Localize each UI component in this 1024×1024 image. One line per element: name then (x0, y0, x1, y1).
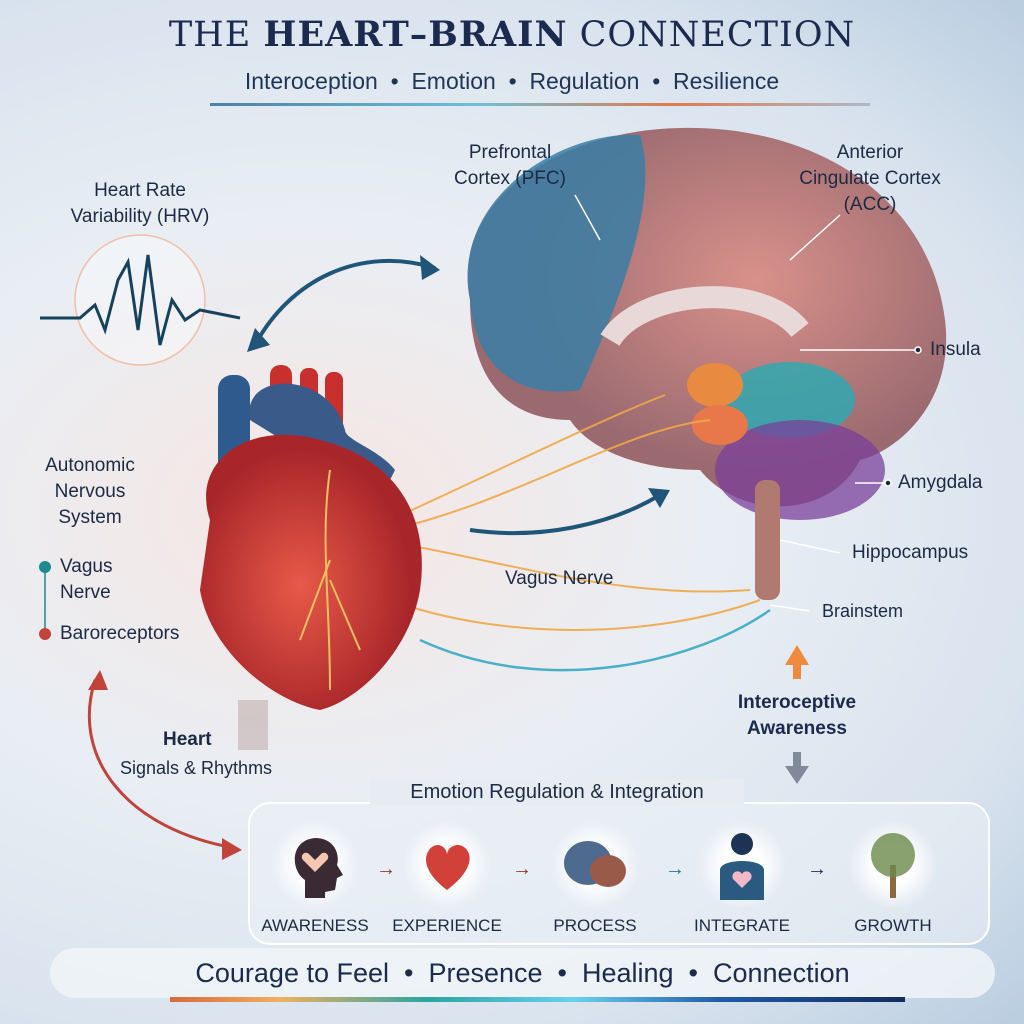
subtitle: Interoception • Emotion • Regulation • R… (244, 68, 780, 94)
amygdala-label: Amygdala (898, 472, 983, 493)
arrow-icon: → (665, 858, 685, 880)
double-arrow (253, 258, 436, 346)
brainstem-label: Brainstem (822, 601, 904, 621)
arrow-icon: → (376, 858, 396, 880)
brainstem (755, 480, 780, 600)
title-divider (210, 103, 870, 106)
heart-label: Heart (163, 729, 212, 750)
page-title: THE HEART–BRAIN CONNECTION (168, 14, 856, 55)
footer-gradient-line (170, 997, 905, 1002)
step-integrate: INTEGRATE (682, 820, 802, 936)
arrow-icon: → (512, 858, 532, 880)
heart-illustration (200, 365, 422, 750)
panel-title: Emotion Regulation & Integration (370, 779, 744, 806)
footer-values-bar: Courage to Feel • Presence • Healing • C… (50, 948, 995, 998)
hrv-waveform-icon (40, 234, 241, 366)
step-experience: EXPERIENCE (387, 820, 507, 936)
heart-icon (402, 820, 492, 910)
vagus-nerve-fibers (379, 394, 761, 631)
brain-icon (550, 820, 640, 910)
hippocampus-label: Hippocampus (852, 542, 969, 563)
step-awareness: AWARENESS (255, 820, 375, 936)
insula (725, 362, 855, 438)
arrow-icon: → (807, 858, 827, 880)
step-process: PROCESS (535, 820, 655, 936)
vagus-nerve-label: Vagus Nerve (505, 568, 614, 589)
heart-signals-label: Signals & Rhythms (120, 758, 273, 778)
head-heart-icon (270, 820, 360, 910)
person-heart-icon (697, 820, 787, 910)
insula-label: Insula (930, 339, 981, 360)
step-growth: GROWTH (833, 820, 953, 936)
baroreceptors-label: Baroreceptors (60, 623, 180, 644)
brain-illustration (467, 127, 947, 600)
tree-icon (848, 820, 938, 910)
